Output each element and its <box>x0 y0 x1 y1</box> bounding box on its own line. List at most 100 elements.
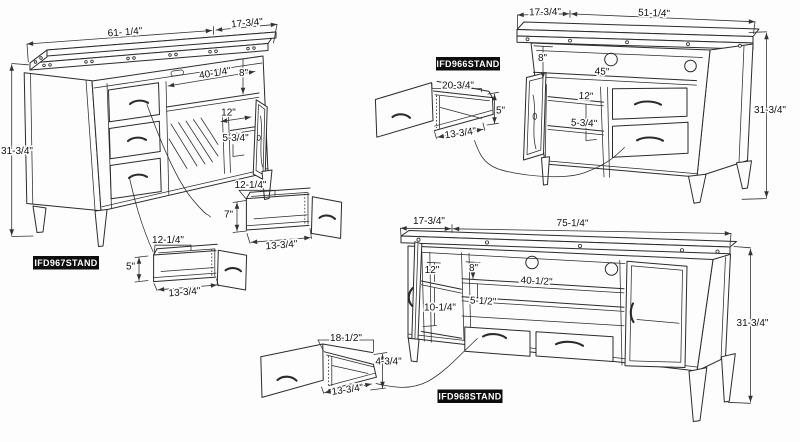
shelf <box>230 125 260 131</box>
drawer-front <box>535 331 614 362</box>
detail-drawer-967-large <box>245 187 343 239</box>
dim-drawer-width: 12-1/4" <box>152 235 184 246</box>
dim-shelf-width: 45" <box>594 66 610 78</box>
dim-shelf-gap: 5-3/4" <box>222 133 249 144</box>
door-handle <box>407 286 414 308</box>
drawer-front <box>260 343 324 398</box>
dimensions-drawer-968: 18-1/2" 4-3/4" 13-3/4" <box>317 332 404 399</box>
dim-top-opening: 8" <box>469 263 479 274</box>
dim-height: 31-3/4" <box>1 146 33 157</box>
dim-top-width: 61- 1/4" <box>107 26 143 40</box>
left-side-panel <box>23 72 102 212</box>
dim-drawer-depth: 13-3/4" <box>331 382 365 397</box>
shelf <box>533 71 697 82</box>
drawer-handle <box>481 333 508 340</box>
open-glass-door <box>252 99 268 181</box>
dim-shelf-gap: 5-1/2" <box>470 295 497 308</box>
open-glass-door <box>523 72 547 161</box>
dim-top-depth: 17-3/4" <box>529 7 562 19</box>
top-board-edge <box>400 235 731 255</box>
model-tag-ifd968: IFD968STAND <box>437 389 503 403</box>
dim-right-opening: 12" <box>221 108 236 119</box>
peg-dots <box>525 37 742 48</box>
leg <box>688 173 707 204</box>
shelf <box>421 280 462 290</box>
door-handle <box>629 302 635 324</box>
leg <box>721 353 736 403</box>
stand-ifd968 <box>400 230 737 422</box>
drawer-handle <box>127 173 149 180</box>
dim-height: 31-3/4" <box>737 318 769 329</box>
dim-left-opening: 12" <box>578 91 594 103</box>
drawer-handle <box>128 99 150 106</box>
model-tag-text: IFD966STAND <box>436 59 499 69</box>
dim-lower-opening: 10-1/4" <box>424 303 456 314</box>
dim-top-depth: 17-3/4" <box>231 17 264 31</box>
drawer-front <box>464 326 531 357</box>
cable-hole <box>604 262 619 276</box>
leg <box>688 367 708 422</box>
leader-966-drawer <box>474 140 625 178</box>
shelf <box>461 296 625 308</box>
dim-drawer-height: 5" <box>496 106 506 117</box>
peg-dots <box>416 237 720 254</box>
dim-drawer-width: 18-1/2" <box>330 333 362 344</box>
leader-lines <box>129 104 625 388</box>
dim-shelf-gap: 5-3/4" <box>571 117 598 129</box>
leg <box>32 205 47 233</box>
drawer-front <box>109 157 162 200</box>
dim-top-width: 51-1/4" <box>638 7 671 19</box>
dim-height: 31-3/4" <box>754 105 786 116</box>
drawer-handle <box>554 340 585 347</box>
stand-ifd967 <box>23 31 277 247</box>
dim-drawer-width: 20-3/4" <box>442 81 474 92</box>
dim-top-opening: 8" <box>239 68 249 79</box>
door-knob <box>532 112 537 120</box>
dimensions-ifd968: 17-3/4" 75-1/4" 31-3/4" 12" 8" 40-1/2" 5… <box>400 215 770 404</box>
dim-drawer-depth: 13-3/4" <box>444 126 478 141</box>
leg <box>541 156 550 186</box>
drawer-handle <box>224 267 243 273</box>
cable-hole <box>684 59 697 73</box>
model-tag-text: IFD968STAND <box>438 392 501 402</box>
leader-967-to-small-drawer <box>129 177 154 252</box>
shelf <box>166 92 260 108</box>
dim-drawer-height: 4-3/4" <box>375 357 402 368</box>
leader-967-to-large-drawer <box>146 104 211 218</box>
dim-top-width: 75-1/4" <box>556 218 589 230</box>
dim-top-opening: 8" <box>538 53 548 64</box>
dim-top-depth: 17-3/4" <box>413 216 445 227</box>
leg <box>736 160 752 190</box>
drawer-front <box>612 121 689 158</box>
dim-drawer-width: 12-1/4" <box>235 180 267 191</box>
detail-drawer-966 <box>374 80 494 138</box>
drawer-front <box>216 249 248 291</box>
shelf <box>461 278 625 290</box>
glass-door <box>619 259 688 368</box>
shelf <box>547 96 604 103</box>
dim-drawer-depth: 13-3/4" <box>168 286 201 300</box>
leg <box>94 209 108 247</box>
cable-hole <box>525 255 539 270</box>
door-knob <box>256 134 261 141</box>
drawer-front <box>374 82 434 138</box>
drawer-handle <box>635 136 665 142</box>
shelf <box>547 125 604 132</box>
dimensions-ifd966: 17-3/4" 51-1/4" 31-3/4" 8" 45" 12" 5-3/4… <box>517 5 788 200</box>
dim-left-opening: 12" <box>425 265 440 276</box>
drawer-handle <box>318 214 337 220</box>
drawer-handle <box>126 136 148 143</box>
drawer-handle <box>391 113 412 119</box>
model-tag-ifd966: IFD966STAND <box>436 57 500 71</box>
dim-drawer-height: 7" <box>224 210 234 221</box>
peg-dots <box>33 46 256 68</box>
drawer-handle <box>276 375 298 382</box>
dimensions-drawer-966: 20-3/4" 5" 13-3/4" <box>431 79 507 143</box>
leader-968-drawer <box>375 338 478 388</box>
dim-drawer-depth: 13-3/4" <box>265 239 298 253</box>
leg <box>407 337 420 363</box>
stand-ifd966 <box>516 21 760 204</box>
drawer-handle <box>633 100 663 106</box>
